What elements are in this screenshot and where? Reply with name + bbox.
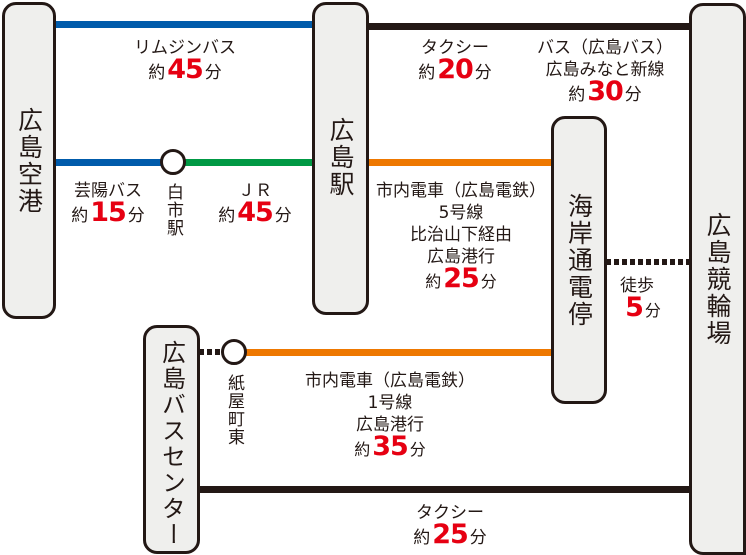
bus-center-box[interactable]: 広島バスセンター	[143, 325, 200, 554]
hiroshima-station-label: 広島駅	[326, 117, 355, 198]
taxi-line-buscenter-keirin	[199, 486, 690, 493]
keirin-label: 広島競輪場	[703, 211, 732, 347]
walk-dotted-line	[606, 259, 690, 265]
kaigan-dori-label: 海岸通電停	[564, 192, 594, 328]
streetcar-line-5	[368, 159, 552, 166]
limousine-bus-line	[55, 21, 313, 28]
airport-label: 広島空港	[14, 106, 44, 215]
kamiyacho-stop-marker	[221, 339, 247, 365]
kaigan-dori-box[interactable]: 海岸通電停	[551, 116, 607, 404]
walk-dotted-line-buscenter	[199, 349, 221, 355]
airport-box[interactable]: 広島空港	[2, 2, 56, 319]
hakushi-station-marker	[160, 149, 186, 175]
jr-line	[183, 159, 313, 166]
hiroshima-station-box[interactable]: 広島駅	[312, 2, 369, 315]
streetcar-line-1	[245, 349, 552, 356]
taxi-line-station-keirin	[368, 23, 690, 30]
keirin-box[interactable]: 広島競輪場	[689, 3, 746, 555]
geiyo-bus-line	[55, 159, 163, 166]
kamiyacho-label: 紙屋町東	[224, 374, 244, 446]
hakushi-station-label: 白市駅	[163, 183, 183, 237]
bus-center-label: 広島バスセンター	[157, 340, 186, 548]
